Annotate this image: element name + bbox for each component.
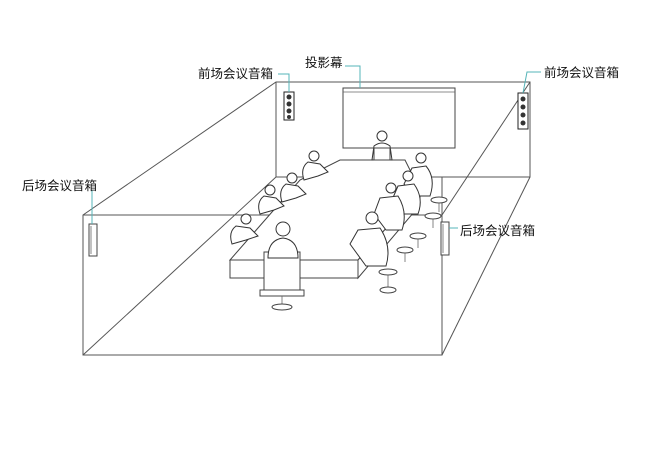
- speaker-icon-front-right: [517, 92, 529, 130]
- person-figure-right-4: [349, 211, 389, 267]
- speaker-icon-rear-right: [440, 221, 450, 256]
- ceiling-right-edge: [441, 81, 531, 216]
- label-front-left-speaker: 前场会议音箱: [198, 66, 274, 81]
- label-projection-screen: 投影幕: [305, 55, 343, 70]
- person-figure-left-2: [280, 172, 307, 203]
- chair: [259, 251, 305, 311]
- floor-left-edge: [82, 176, 277, 356]
- person-figure-front: [267, 221, 299, 259]
- person-figures: [230, 130, 433, 267]
- person-figure-presenter: [371, 130, 393, 161]
- person-figure-right-3: [373, 182, 405, 231]
- leader-lines: [91, 65, 541, 229]
- label-front-right-speaker: 前场会议音箱: [544, 65, 620, 80]
- person-figure-left-1: [302, 150, 329, 181]
- speaker-icon-front-left: [283, 91, 295, 121]
- person-figure-left-3: [258, 184, 285, 215]
- floor-right-edge: [441, 176, 531, 356]
- stools: [378, 196, 448, 294]
- label-rear-right-speaker: 后场会议音箱: [460, 223, 536, 238]
- speaker-icon-rear-left: [88, 223, 98, 257]
- projection-screen: [342, 87, 456, 149]
- person-figure-left-4: [230, 213, 259, 245]
- label-rear-left-speaker: 后场会议音箱: [22, 178, 98, 193]
